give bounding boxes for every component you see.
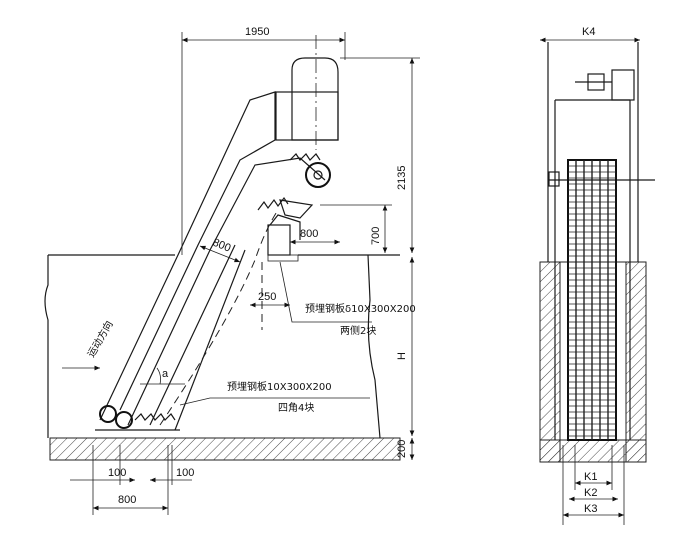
angle-label: a (162, 368, 169, 380)
discharge-plate (269, 214, 301, 240)
frame-inner (127, 157, 326, 426)
dim-k3-label: K3 (584, 503, 597, 515)
frame-back-rail-2 (149, 244, 236, 426)
discharge-chute (279, 199, 314, 219)
leader-lower-plate (179, 397, 370, 406)
frame-outer (99, 91, 276, 421)
dim-2135-label: 2135 (396, 166, 408, 190)
plate-upper-line2: 两侧2块 (340, 324, 376, 337)
end-bracket (548, 171, 560, 187)
bottom-sprocket-1 (99, 405, 117, 423)
angle-arc (156, 367, 161, 385)
channel-left-wall (44, 255, 49, 438)
dim-800-platform-label: 800 (300, 228, 318, 240)
support-bracket (267, 224, 291, 256)
dim-h-label: H (396, 352, 408, 360)
embed-plate-upper (267, 254, 299, 262)
dim-k4-label: K4 (582, 26, 595, 38)
end-view: K4 K1 K2 K3 (539, 26, 655, 525)
front-elevation: a 运动方向 1950 2135 700 800 800 250 H 200 (44, 26, 420, 515)
plate-upper-line1: 预埋钢板δ10X300X200 (305, 302, 416, 315)
drive-gearbox (275, 91, 339, 141)
dim-k1-label: K1 (584, 471, 597, 483)
bottom-rake-teeth (134, 413, 176, 421)
dim-800-bottom-label: 800 (118, 494, 136, 506)
end-wall-right (625, 261, 647, 463)
top-sprocket-hub (313, 170, 323, 180)
plate-lower-line2: 四角4块 (278, 402, 314, 414)
channel-right-wall (367, 254, 381, 439)
end-drive-box (611, 69, 635, 101)
dim-200-label: 200 (396, 440, 408, 458)
dim-700-label: 700 (370, 227, 382, 245)
dim-1950-label: 1950 (245, 26, 269, 38)
screen-grid (568, 160, 616, 440)
top-sprocket (305, 162, 331, 188)
dim-k2-label: K2 (584, 487, 597, 499)
dim-800-frame-line (199, 245, 241, 263)
flow-direction-label: 运动方向 (84, 318, 115, 359)
base-slab (49, 437, 401, 461)
drive-motor-housing (291, 57, 339, 141)
dim-100-right-label: 100 (176, 467, 194, 479)
leader-upper-plate (279, 261, 372, 323)
dim-100-left-label: 100 (108, 467, 126, 479)
end-base-slab (539, 439, 647, 463)
bottom-sprocket-2 (115, 411, 133, 429)
rake-teeth-mid (257, 196, 289, 211)
dim-250-label: 250 (258, 291, 276, 303)
plate-lower-line1: 预埋钢板10X300X200 (227, 380, 332, 393)
end-wall-left (539, 261, 561, 463)
frame-back-rail (174, 249, 246, 431)
end-motor (587, 73, 605, 91)
rake-teeth-top (289, 153, 321, 161)
